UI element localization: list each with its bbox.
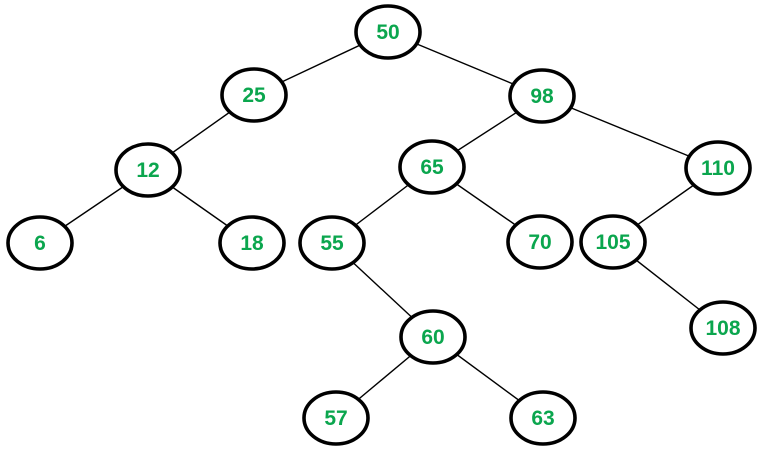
tree-node-value: 98 xyxy=(530,85,554,108)
tree-node-98: 98 xyxy=(508,68,576,124)
tree-node-value: 105 xyxy=(595,231,630,254)
tree-node-value: 70 xyxy=(528,231,551,254)
tree-node-value: 6 xyxy=(34,232,46,255)
tree-node-ellipse xyxy=(220,67,288,123)
tree-node-ellipse xyxy=(398,139,466,195)
tree-node-12: 12 xyxy=(114,142,182,198)
tree-node-25: 25 xyxy=(220,67,288,123)
tree-node-63: 63 xyxy=(509,390,577,446)
tree-node-value: 60 xyxy=(421,326,444,349)
tree-node-6: 6 xyxy=(6,215,74,271)
tree-node-value: 50 xyxy=(376,21,399,44)
tree-node-ellipse xyxy=(6,215,74,271)
tree-node-ellipse xyxy=(298,215,366,271)
tree-node-ellipse xyxy=(579,214,647,270)
tree-node-value: 110 xyxy=(701,157,735,180)
tree-node-ellipse xyxy=(302,390,370,446)
tree-node-ellipse xyxy=(509,390,577,446)
tree-node-value: 55 xyxy=(320,232,344,255)
tree-node-value: 25 xyxy=(242,84,266,107)
tree-node-57: 57 xyxy=(302,390,370,446)
tree-node-60: 60 xyxy=(399,309,467,365)
tree-node-value: 63 xyxy=(531,407,554,430)
tree-node-108: 108 xyxy=(689,300,757,356)
tree-node-ellipse xyxy=(689,300,757,356)
tree-node-value: 12 xyxy=(136,159,159,182)
tree-node-ellipse xyxy=(399,309,467,365)
tree-node-105: 105 xyxy=(579,214,647,270)
tree-node-value: 57 xyxy=(324,407,347,430)
tree-node-65: 65 xyxy=(398,139,466,195)
tree-node-55: 55 xyxy=(298,215,366,271)
tree-node-50: 50 xyxy=(354,4,422,60)
tree-node-value: 18 xyxy=(240,232,264,255)
tree-node-ellipse xyxy=(218,215,286,271)
tree-node-ellipse xyxy=(354,4,422,60)
tree-node-ellipse xyxy=(508,68,576,124)
tree-node-value: 108 xyxy=(705,317,740,340)
tree-node-ellipse xyxy=(114,142,182,198)
tree-node-70: 70 xyxy=(506,214,574,270)
tree-node-110: 110 xyxy=(684,140,752,196)
tree-node-value: 65 xyxy=(420,156,444,179)
tree-node-18: 18 xyxy=(218,215,286,271)
tree-node-ellipse xyxy=(506,214,574,270)
tree-node-ellipse xyxy=(684,140,752,196)
